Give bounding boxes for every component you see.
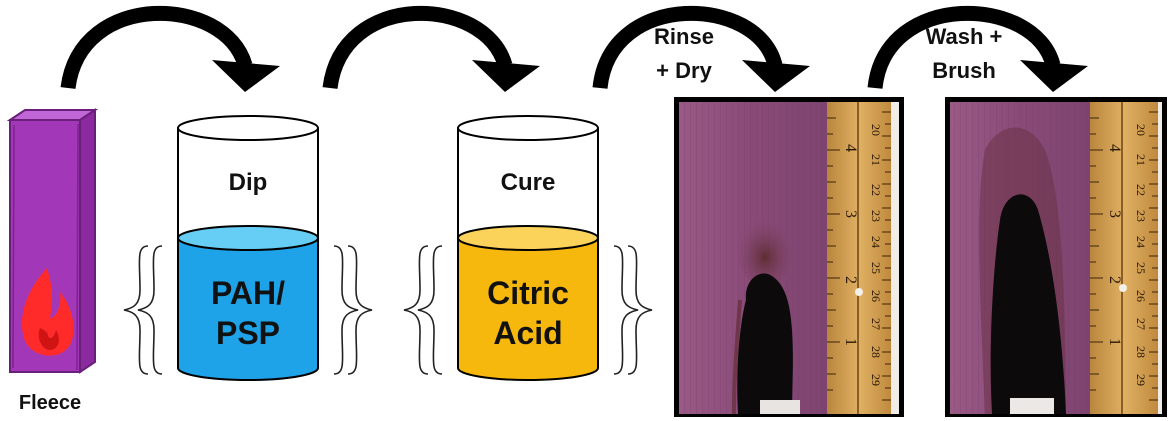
- wash-brush-label-line2: Brush: [932, 58, 996, 83]
- cure-beaker: [457, 115, 599, 381]
- arrow-wash-brush: [867, 6, 1088, 92]
- ruler1-cm-22: 22: [869, 184, 883, 196]
- ruler1-cm-26: 26: [869, 290, 883, 302]
- ruler2-cm-24: 24: [1134, 236, 1148, 248]
- citric-acid-label-line2: Acid: [493, 315, 562, 351]
- rinse-dry-label-line1: Rinse: [654, 24, 714, 49]
- dip-label: Dip: [229, 169, 268, 196]
- ruler1-inch-4: 4: [842, 144, 859, 152]
- ruler2-cm-28: 28: [1134, 346, 1148, 358]
- ruler-ticks-2: [1090, 111, 1158, 401]
- ruler2-cm-29: 29: [1134, 374, 1148, 386]
- fleece-label: Fleece: [19, 392, 81, 414]
- flame-icon: [21, 268, 74, 356]
- ruler2-cm-26: 26: [1134, 290, 1148, 302]
- fleece-swatch: [6, 108, 99, 374]
- photo-rinse-dry: 4 3 2 1 20 21 22 23 24 25 26 27 28 29: [674, 97, 904, 417]
- ruler1-cm-20: 20: [869, 124, 883, 136]
- ruler1-cm-29: 29: [869, 374, 883, 386]
- ruler1-cm-27: 27: [869, 318, 883, 330]
- wash-brush-label-line1: Wash +: [926, 24, 1003, 49]
- repeat-brace-left-1: [123, 245, 163, 375]
- ruler1-inch-1: 1: [842, 338, 859, 346]
- ruler2-cm-20: 20: [1134, 124, 1148, 136]
- ruler1-cm-23: 23: [869, 210, 883, 222]
- ruler1-cm-21: 21: [869, 154, 883, 166]
- ruler2-cm-25: 25: [1134, 262, 1148, 274]
- photo-wash-brush: 4 3 2 1 20 21 22 23 24 25 26 27 28 29: [945, 97, 1167, 417]
- repeat-brace-left-2: [403, 245, 443, 375]
- repeat-brace-right-2: [613, 245, 653, 375]
- ruler2-cm-23: 23: [1134, 210, 1148, 222]
- ruler1-inch-3: 3: [842, 210, 859, 218]
- rinse-dry-label-line2: + Dry: [656, 58, 712, 83]
- cure-label: Cure: [501, 169, 556, 196]
- dip-beaker: [177, 115, 319, 381]
- ruler2-inch-3: 3: [1106, 210, 1123, 218]
- ruler1-cm-25: 25: [869, 262, 883, 274]
- ruler2-cm-21: 21: [1134, 154, 1148, 166]
- ruler1-inch-2: 2: [842, 276, 859, 284]
- ruler2-inch-2: 2: [1106, 276, 1123, 284]
- ruler1-cm-24: 24: [869, 236, 883, 248]
- ruler2-inch-4: 4: [1106, 144, 1123, 152]
- pah-psp-label-line2: PSP: [216, 315, 280, 351]
- ruler2-inch-1: 1: [1106, 338, 1123, 346]
- repeat-brace-right-1: [333, 245, 373, 375]
- ruler2-cm-27: 27: [1134, 318, 1148, 330]
- ruler1-cm-28: 28: [869, 346, 883, 358]
- citric-acid-label-line1: Citric: [487, 275, 569, 311]
- arrow-fleece-to-dip: [60, 6, 280, 92]
- ruler2-cm-22: 22: [1134, 184, 1148, 196]
- arrow-dip-to-cure: [322, 6, 540, 92]
- ruler-ticks-1: [827, 111, 891, 401]
- arrow-rinse-dry: [592, 6, 810, 92]
- pah-psp-label-line1: PAH/: [211, 275, 285, 311]
